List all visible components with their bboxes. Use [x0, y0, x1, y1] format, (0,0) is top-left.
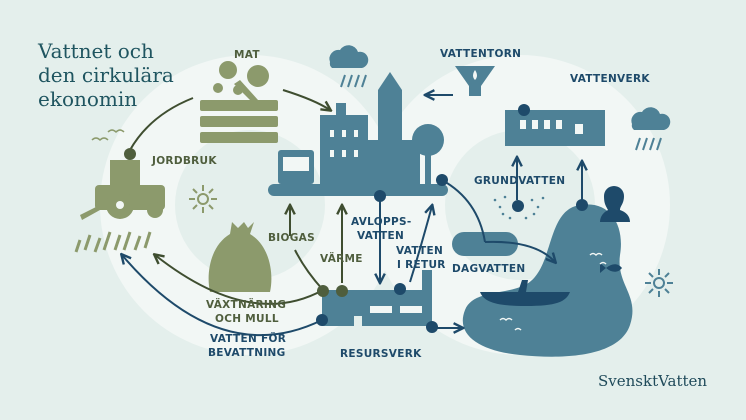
label-vaxtnaring-1: VÄXTNÄRING	[206, 297, 286, 311]
rain-cloud-icon	[329, 45, 369, 88]
water-drop-icon	[473, 70, 477, 80]
flow-arrows	[122, 89, 582, 337]
title-line-2: den cirkulära	[38, 63, 174, 87]
label-mat: MAT	[234, 49, 260, 61]
label-vattentorn: VATTENTORN	[440, 48, 521, 60]
compost-bag-icon	[208, 222, 272, 292]
label-vattenverk: VATTENVERK	[570, 73, 650, 85]
stormwater-pond-icon	[452, 232, 518, 256]
brand-logo: SvensktVatten	[598, 372, 707, 390]
water-tower-icon	[455, 66, 495, 96]
tractor-icon	[74, 160, 165, 253]
building-windows	[283, 130, 358, 171]
label-vatten-retur-1: VATTEN	[396, 245, 443, 257]
label-varme: VÄRME	[320, 251, 363, 265]
label-grundvatten: GRUNDVATTEN	[474, 175, 565, 187]
label-avlopps-1: AVLOPPS-	[351, 216, 412, 228]
label-biogas: BIOGAS	[268, 232, 315, 244]
plant-windows	[370, 306, 422, 313]
node-dots	[124, 148, 588, 333]
node-dot	[518, 104, 530, 116]
label-dagvatten: DAGVATTEN	[452, 263, 525, 275]
rain-cloud-icon-right	[631, 107, 671, 151]
label-bevattning-1: VATTEN FÖR	[210, 331, 286, 345]
title-line-3: ekonomin	[38, 87, 137, 111]
label-avlopps-2: VATTEN	[357, 230, 404, 242]
title-line-1: Vattnet och	[37, 39, 154, 63]
sun-icon-right	[645, 269, 673, 297]
swimmer-icon	[600, 186, 630, 222]
waterworks-icon	[505, 110, 605, 146]
wave-marks	[499, 252, 607, 331]
food-crate-icon	[200, 61, 278, 143]
birds-icon	[91, 129, 125, 142]
label-vaxtnaring-2: OCH MULL	[215, 313, 279, 325]
label-jordbruk: JORDBRUK	[151, 155, 217, 167]
label-vatten-retur-2: I RETUR	[397, 259, 446, 271]
groundwater-icon	[493, 195, 545, 220]
sun-icon	[189, 185, 217, 213]
label-bevattning-2: BEVATTNING	[208, 347, 286, 359]
fish-icon	[600, 263, 622, 273]
canoe-icon	[480, 280, 570, 306]
label-resursverk: RESURSVERK	[340, 348, 422, 360]
